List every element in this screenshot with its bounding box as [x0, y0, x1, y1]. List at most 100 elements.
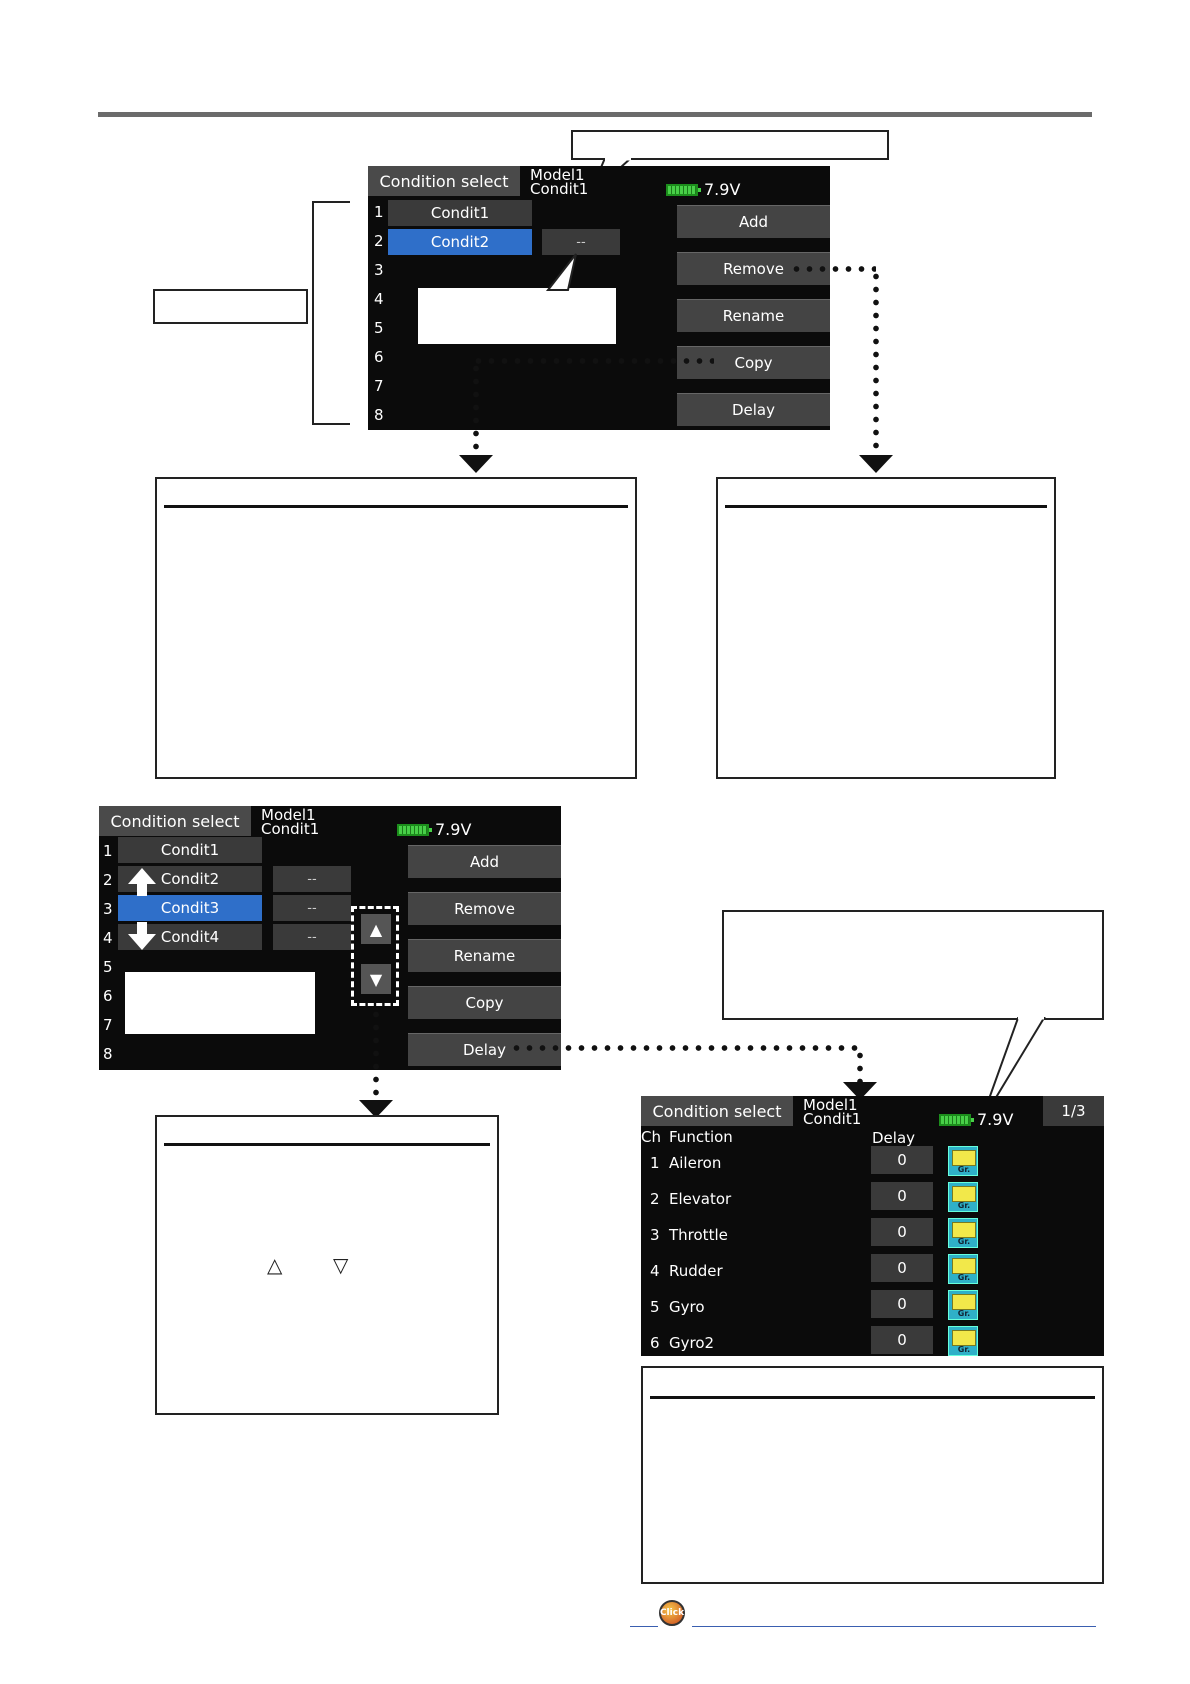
delay-arrow [843, 1082, 877, 1100]
copy-connector-v [473, 362, 479, 454]
screen-title: Condition select [641, 1096, 793, 1126]
condition-name: Condit1 [803, 1110, 862, 1128]
group-label: Gr. [957, 1273, 971, 1282]
row-number: 6 [103, 987, 113, 1005]
copy-connector-h [472, 358, 714, 364]
priority-up-button[interactable]: ▲ [361, 914, 391, 944]
channel-number: 2 [650, 1190, 660, 1208]
group-button[interactable]: Gr. [948, 1290, 978, 1320]
group-button[interactable]: Gr. [948, 1326, 978, 1356]
row-number: 8 [103, 1045, 113, 1063]
group-button[interactable]: Gr. [948, 1146, 978, 1176]
group-label: Gr. [957, 1309, 971, 1318]
remove-description-box [716, 477, 1056, 779]
rename-button[interactable]: Rename [677, 299, 830, 332]
priority-down-button[interactable]: ▼ [361, 964, 391, 994]
channel-number: 5 [650, 1298, 660, 1316]
condition-name: Condit1 [530, 180, 589, 198]
priority-field: -- [273, 924, 351, 950]
reorder-arrows-icon [128, 868, 156, 950]
footer-link-underline [692, 1626, 1096, 1627]
channel-number: 1 [650, 1154, 660, 1172]
row-number: 6 [374, 348, 384, 366]
footer-link-underline-left [630, 1626, 658, 1627]
delay-value[interactable]: 0 [871, 1290, 933, 1318]
add-button[interactable]: Add [677, 205, 830, 238]
callout-condition-list-label-box [153, 289, 308, 324]
row-number: 1 [374, 203, 384, 221]
function-name: Gyro [669, 1298, 705, 1316]
condition-select-screen-1: Condition select Model1 Condit1 7.9V 1 2… [368, 166, 830, 430]
click-icon[interactable]: Click [659, 1600, 685, 1626]
function-name: Aileron [669, 1154, 722, 1172]
folder-icon [952, 1330, 976, 1346]
row-number: 1 [103, 842, 113, 860]
priority-arrow-group [351, 906, 399, 1006]
copy-button[interactable]: Copy [408, 986, 561, 1019]
row-number: 3 [103, 900, 113, 918]
delay-value[interactable]: 0 [871, 1182, 933, 1210]
condition-item-selected[interactable]: Condit3 [118, 895, 262, 921]
delay-screen: Condition select Model1 Condit1 7.9V 1/3… [641, 1096, 1104, 1356]
delay-connector-h [510, 1045, 862, 1051]
priority-callout-pointer [545, 253, 577, 291]
priority-connector-v [373, 1008, 379, 1100]
function-name: Elevator [669, 1190, 732, 1208]
channel-number: 6 [650, 1334, 660, 1352]
condition-item[interactable]: Condit1 [388, 200, 532, 226]
header-function: Function [669, 1128, 733, 1146]
condition-select-screen-2: Condition select Model1 Condit1 7.9V 1 2… [99, 806, 561, 1070]
copy-description-box [155, 477, 637, 779]
battery-voltage: 7.9V [435, 820, 472, 839]
function-name: Gyro2 [669, 1334, 715, 1352]
priority-field: -- [273, 866, 351, 892]
battery-icon [666, 183, 701, 196]
row-number: 7 [374, 377, 384, 395]
delay-value[interactable]: 0 [871, 1254, 933, 1282]
up-symbol: △ [267, 1253, 283, 1277]
page-indicator[interactable]: 1/3 [1043, 1096, 1104, 1126]
battery-indicator: 7.9V [397, 820, 471, 839]
folder-icon [952, 1294, 976, 1310]
remove-connector-h [790, 266, 876, 272]
row-number: 2 [103, 871, 113, 889]
function-name: Throttle [669, 1226, 728, 1244]
group-label: Gr. [957, 1237, 971, 1246]
callout-reorder-box [125, 972, 315, 1034]
delay-value[interactable]: 0 [871, 1326, 933, 1354]
row-number: 8 [374, 406, 384, 424]
add-button[interactable]: Add [408, 845, 561, 878]
delay-value[interactable]: 0 [871, 1146, 933, 1174]
row-number: 3 [374, 261, 384, 279]
callout-model-label-box [571, 130, 889, 160]
row-number: 5 [374, 319, 384, 337]
delay-value[interactable]: 0 [871, 1218, 933, 1246]
channel-number: 3 [650, 1226, 660, 1244]
header-rule [98, 112, 1092, 117]
down-symbol: ▽ [333, 1253, 349, 1277]
group-button[interactable]: Gr. [948, 1254, 978, 1284]
condition-item[interactable]: Condit1 [118, 837, 262, 863]
row-number: 4 [103, 929, 113, 947]
model-name: Model1 [261, 806, 316, 824]
header-ch: Ch [641, 1128, 661, 1146]
rename-button[interactable]: Rename [408, 939, 561, 972]
battery-voltage: 7.9V [704, 180, 741, 199]
battery-voltage: 7.9V [977, 1110, 1014, 1129]
battery-indicator: 7.9V [666, 180, 740, 199]
condition-list-bracket [312, 201, 350, 425]
group-button[interactable]: Gr. [948, 1182, 978, 1212]
folder-icon [952, 1186, 976, 1202]
row-number: 4 [374, 290, 384, 308]
priority-field: -- [542, 229, 620, 255]
priority-field: -- [273, 895, 351, 921]
condition-item-selected[interactable]: Condit2 [388, 229, 532, 255]
remove-button[interactable]: Remove [408, 892, 561, 925]
priority-description-box: △ ▽ [155, 1115, 499, 1415]
model-name: Model1 [530, 166, 585, 184]
row-number: 5 [103, 958, 113, 976]
delay-button[interactable]: Delay [677, 393, 830, 426]
group-button[interactable]: Gr. [948, 1218, 978, 1248]
callout-priority-box [418, 288, 616, 344]
screen-title: Condition select [99, 806, 251, 836]
